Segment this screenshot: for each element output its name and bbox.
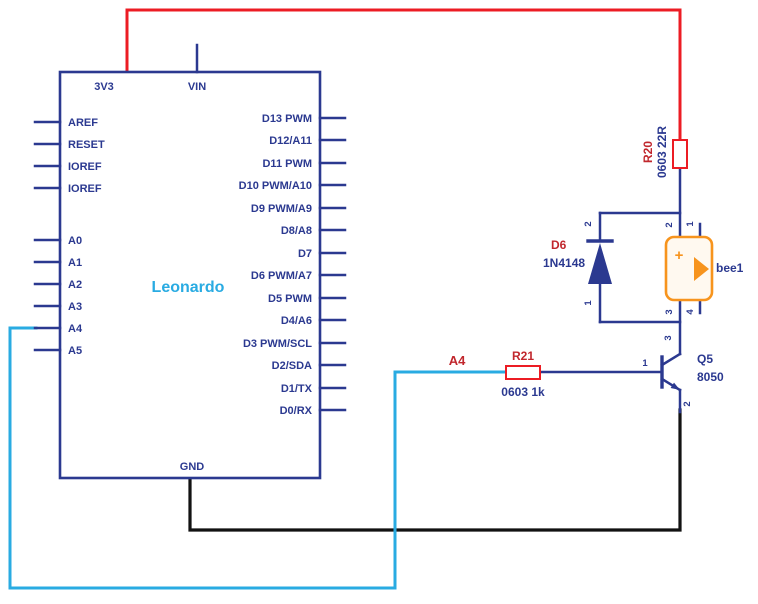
pin-3v3-label: 3V3 <box>94 81 114 93</box>
transistor-q5: Q5 8050 1 3 2 <box>642 335 724 406</box>
buzzer-speaker-icon <box>694 257 709 281</box>
pin-d1-label: D1/TX <box>281 383 313 395</box>
pin-d13-label: D13 PWM <box>262 113 312 125</box>
diode-triangle <box>588 243 612 284</box>
pin-d9-label: D9 PWM/A9 <box>251 203 312 215</box>
diode-pin-2: 2 <box>583 221 594 226</box>
net-label-a4: A4 <box>449 353 466 368</box>
pin-vin-label: VIN <box>188 81 206 93</box>
buzzer-pin-3: 3 <box>664 309 675 314</box>
transistor-pin-collector: 3 <box>663 335 674 340</box>
pin-a3-label: A3 <box>68 301 82 313</box>
pin-d12-label: D12/A11 <box>269 135 312 147</box>
transistor-collector-lead <box>660 352 682 367</box>
pin-a5-label: A5 <box>68 345 82 357</box>
resistor-r20-ref: R20 <box>641 141 655 163</box>
transistor-pin-emitter: 2 <box>682 401 693 406</box>
pin-gnd-label: GND <box>180 461 205 473</box>
buzzer-pin-4: 4 <box>685 309 696 315</box>
buzzer-pin-1: 1 <box>685 221 696 227</box>
diode-d6-ref: D6 <box>551 238 567 252</box>
pin-d4-label: D4/A6 <box>281 315 312 327</box>
pin-a0-label: A0 <box>68 235 82 247</box>
diode-d6: D6 1N4148 2 1 <box>543 221 614 306</box>
resistor-r21-ref: R21 <box>512 349 534 363</box>
board-name-label: Leonardo <box>152 279 225 296</box>
transistor-q5-value: 8050 <box>697 370 724 384</box>
pin-d5-label: D5 PWM <box>268 293 312 305</box>
pin-d8-label: D8/A8 <box>281 225 312 237</box>
buzzer-ref: bee1 <box>716 261 744 275</box>
pin-a2-label: A2 <box>68 279 82 291</box>
diode-pin-1: 1 <box>583 300 594 306</box>
transistor-pin-base: 1 <box>642 358 648 369</box>
arduino-leonardo: Leonardo 3V3 VIN AREF RESET IOREF IOREF … <box>33 43 347 480</box>
pin-ioref1-label: IOREF <box>68 161 102 173</box>
pin-a1-label: A1 <box>68 257 82 269</box>
wire-a4-net <box>8 326 508 590</box>
pin-d3-label: D3 PWM/SCL <box>243 338 312 350</box>
buzzer-bee1: + 2 1 3 4 bee1 <box>664 221 744 315</box>
pin-d11-label: D11 PWM <box>262 158 312 170</box>
pin-d0-label: D0/RX <box>280 405 313 417</box>
resistor-r21-body <box>505 365 541 380</box>
wire-3v3-power <box>125 8 682 142</box>
resistor-r20-value: 0603 22R <box>655 126 669 178</box>
resistor-r20: R20 0603 22R <box>641 126 688 178</box>
pin-d7-label: D7 <box>298 248 312 260</box>
transistor-emitter-arrow <box>670 382 680 390</box>
resistor-r20-body <box>672 139 688 169</box>
buzzer-plus-mark: + <box>675 247 684 264</box>
buzzer-body <box>664 235 714 302</box>
pin-ioref2-label: IOREF <box>68 183 102 195</box>
pin-a4-label: A4 <box>68 323 83 335</box>
pin-d6pwm-label: D6 PWM/A7 <box>251 270 312 282</box>
pin-d10-label: D10 PWM/A10 <box>239 180 312 192</box>
pin-d2-label: D2/SDA <box>272 360 312 372</box>
pin-reset-label: RESET <box>68 139 105 151</box>
pin-aref-label: AREF <box>68 117 98 129</box>
board-outline <box>58 70 322 480</box>
buzzer-pin-2: 2 <box>664 222 675 227</box>
transistor-q5-ref: Q5 <box>697 352 713 366</box>
resistor-r21-value: 0603 1k <box>501 385 545 399</box>
diode-d6-value: 1N4148 <box>543 256 585 270</box>
wire-gnd <box>188 408 682 532</box>
resistor-r21: R21 0603 1k <box>501 349 545 399</box>
